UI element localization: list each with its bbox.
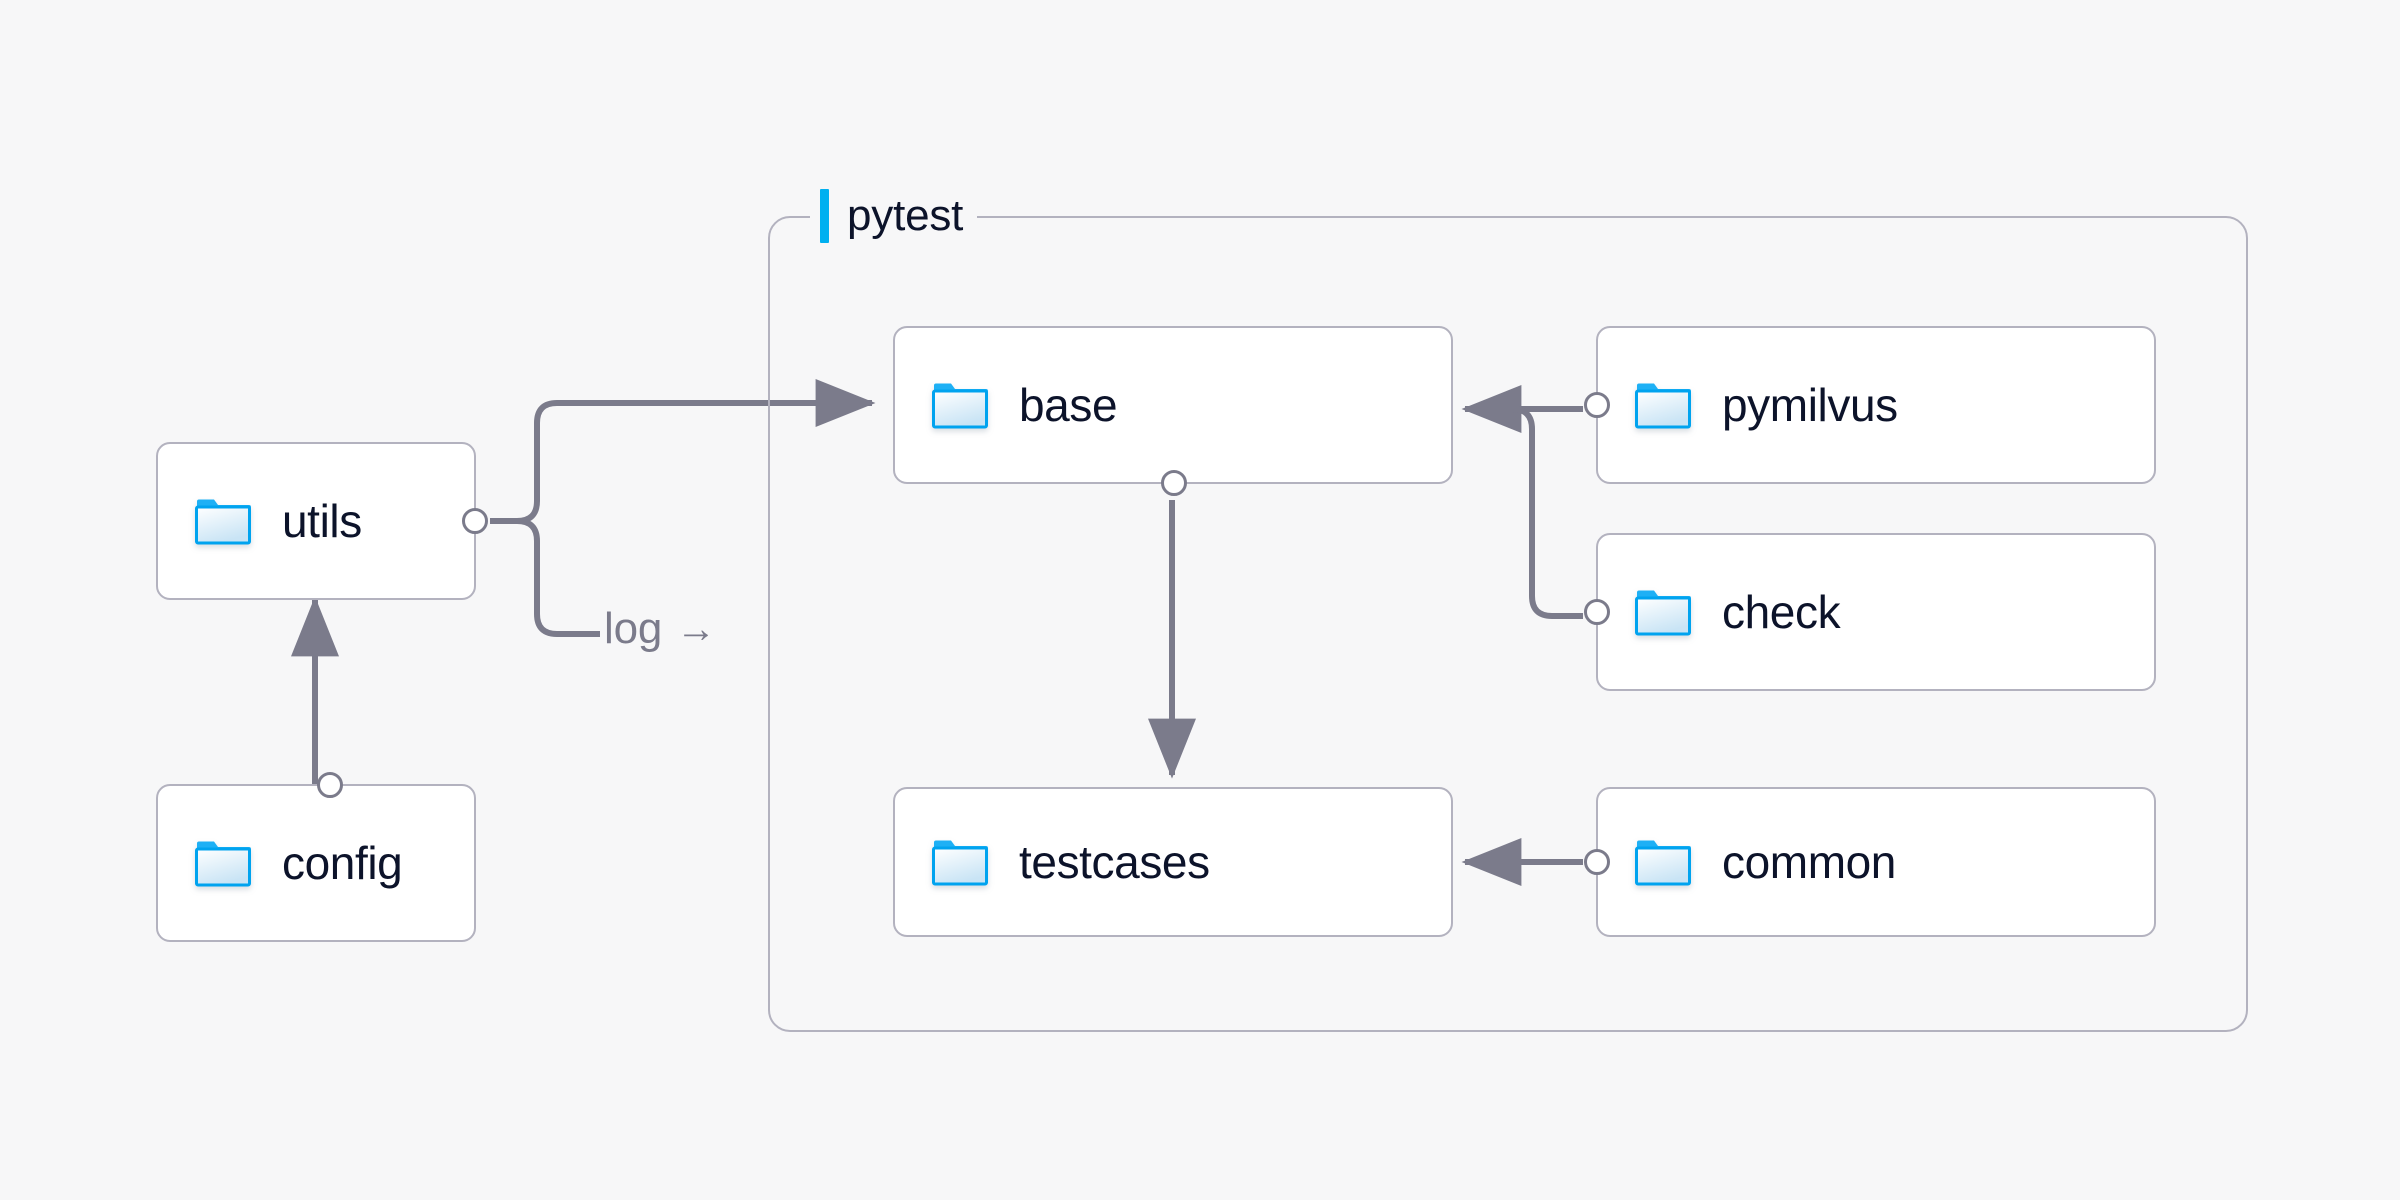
node-config-label: config [282,837,403,889]
node-check-label: check [1722,586,1841,638]
port-config-top[interactable] [317,772,343,798]
group-pytest[interactable] [768,216,2248,1032]
node-pymilvus-label: pymilvus [1722,379,1898,431]
arrow-right-icon: → [676,607,716,651]
node-base-label: base [1019,379,1118,431]
group-pytest-label: pytest [810,186,978,246]
node-common[interactable]: common [1584,787,2156,937]
node-pymilvus[interactable]: pymilvus [1584,326,2156,484]
group-pytest-label-text: pytest [847,191,964,240]
port-common-left[interactable] [1584,849,1610,875]
node-testcases[interactable]: testcases [893,787,1453,937]
node-testcases-label: testcases [1019,836,1210,888]
folder-icon [931,838,989,886]
folder-icon [1634,381,1692,429]
edge-label-log-text: log [604,604,663,653]
port-check-left[interactable] [1584,599,1610,625]
folder-icon [931,381,989,429]
folder-icon [1634,838,1692,886]
node-config[interactable]: config [156,772,476,942]
node-common-label: common [1722,836,1896,888]
folder-icon [194,839,252,887]
group-accent-bar [820,189,829,243]
port-pymilvus-left[interactable] [1584,392,1610,418]
edge-label-log: log → [604,604,716,654]
folder-icon [1634,588,1692,636]
node-base[interactable]: base [893,326,1453,496]
port-base-bottom[interactable] [1161,470,1187,496]
port-utils-right[interactable] [462,508,488,534]
node-check[interactable]: check [1584,533,2156,691]
node-utils-label: utils [282,495,362,547]
node-utils[interactable]: utils [156,442,488,600]
folder-icon [194,497,252,545]
